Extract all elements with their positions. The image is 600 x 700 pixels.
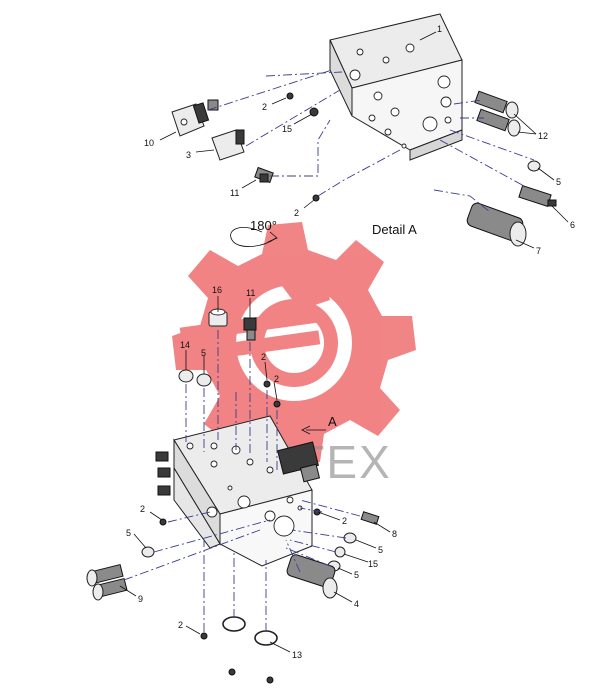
- plug-part-2-top-a: [286, 92, 294, 100]
- callout-2-b5: 2: [178, 620, 183, 630]
- plug-part-5-e: [141, 546, 155, 558]
- callout-numbers: 1 2 15 10 3 11 2 12 5 6 7 16 11 14 5 2 2…: [126, 24, 575, 660]
- fittings-part-9: [86, 563, 128, 601]
- callout-5-b: 5: [201, 348, 206, 358]
- plug-part-5-top: [527, 160, 541, 172]
- valve-block-bottom: [173, 415, 313, 567]
- plug-part-2-b1: [263, 380, 271, 388]
- callout-4: 4: [354, 599, 359, 609]
- o-ring-part-13-b: [254, 630, 278, 646]
- callout-2-b2: 2: [274, 374, 279, 384]
- callout-13: 13: [292, 650, 302, 660]
- plug-part-2-b5: [200, 632, 208, 640]
- sensor-part-11-top: [254, 166, 274, 184]
- view-arrow-label: A: [328, 414, 337, 429]
- sensor-part-6: [518, 185, 557, 207]
- callout-11-top: 11: [230, 188, 239, 198]
- plug-part-14: [178, 369, 194, 383]
- callout-16: 16: [212, 285, 222, 295]
- callout-2-b3: 2: [140, 504, 145, 514]
- cartridge-valve-part-7: [466, 202, 527, 247]
- detail-title: Detail A: [372, 222, 417, 237]
- plug-part-2-b3: [159, 518, 167, 526]
- callout-10: 10: [144, 138, 154, 148]
- rotation-arrow: [230, 227, 278, 247]
- plug-part-2-top-b: [312, 194, 320, 202]
- callout-2-b1: 2: [261, 352, 266, 362]
- callout-5-top: 5: [556, 177, 561, 187]
- plug-part-5-b: [196, 373, 212, 387]
- callout-5-e: 5: [126, 528, 131, 538]
- callout-2-top-b: 2: [294, 208, 299, 218]
- main-assembly-view: A: [86, 308, 380, 684]
- block-side-fittings: [155, 441, 321, 496]
- callout-2-top-a: 2: [262, 102, 267, 112]
- callout-2-b4: 2: [342, 516, 347, 526]
- callout-11-bottom: 11: [246, 288, 255, 298]
- callout-1: 1: [437, 24, 442, 34]
- callout-14: 14: [180, 340, 190, 350]
- callout-12: 12: [538, 131, 548, 141]
- fittings-part-12: [474, 90, 521, 137]
- plug-part-2-b2: [273, 400, 281, 408]
- callout-6: 6: [570, 220, 575, 230]
- plug-bottom-b: [266, 676, 274, 684]
- plug-bottom-a: [228, 668, 236, 676]
- callout-8: 8: [392, 529, 397, 539]
- fitting-part-8: [360, 511, 380, 525]
- view-arrow-a: [301, 425, 326, 435]
- callout-3: 3: [186, 150, 191, 160]
- callout-7: 7: [536, 246, 541, 256]
- callout-5-d: 5: [354, 570, 359, 580]
- solenoid-coil-part-3: [211, 129, 245, 161]
- o-ring-part-13-a: [222, 616, 246, 632]
- cartridge-valve-part-4: [286, 554, 338, 599]
- callout-15-bottom: 15: [368, 559, 378, 569]
- detail-a-view: 180° Detail A: [171, 13, 557, 247]
- callout-leaders: [119, 31, 569, 653]
- valve-block-top: [329, 13, 463, 161]
- solenoid-coil-part-10: [171, 99, 219, 137]
- watermark-gear-logo: [172, 222, 416, 464]
- rotation-label: 180°: [250, 218, 277, 233]
- callout-5-c: 5: [378, 545, 383, 555]
- callout-15-top: 15: [282, 124, 292, 134]
- plug-part-15-bottom: [334, 546, 346, 558]
- callout-9: 9: [138, 594, 143, 604]
